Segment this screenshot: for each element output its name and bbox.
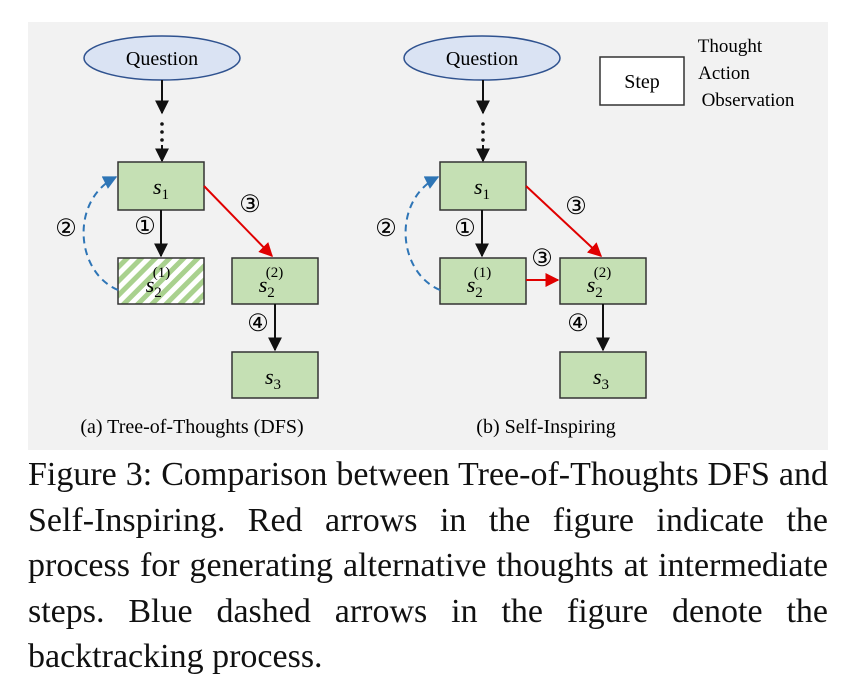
legend-line-observation: Observation xyxy=(702,90,795,111)
step-marker-4-a: ④ xyxy=(247,311,269,337)
legend-line-action: Action xyxy=(698,63,750,84)
node-s2-2-b xyxy=(559,257,647,305)
step-marker-2-a: ② xyxy=(55,216,77,242)
node-s1-b xyxy=(439,161,527,211)
legend: Step Thought Action Observation xyxy=(599,36,795,111)
question-label-a: Question xyxy=(126,48,198,70)
diagram-canvas: Question s1 s2(1) s2(2) s3 ① ② ③ ④ xyxy=(55,35,795,438)
blue-dashed-backtrack-a xyxy=(82,176,119,291)
subtitle-a: (a) Tree-of-Thoughts (DFS) xyxy=(80,416,303,438)
red-arrow-s1-to-s2-2-b xyxy=(525,185,603,257)
node-s2-2-a xyxy=(231,257,319,305)
node-s3-b xyxy=(559,351,647,399)
node-s2-1-b xyxy=(439,257,527,305)
legend-step-label: Step xyxy=(624,71,660,93)
diagram-a: Question s1 s2(1) s2(2) s3 ① ② ③ ④ xyxy=(55,35,319,438)
ellipsis-dots-a xyxy=(160,122,164,142)
step-marker-3b-b: ③ xyxy=(531,246,553,272)
figure-caption: Figure 3: Comparison between Tree-of-Tho… xyxy=(28,456,828,675)
node-s2-1-a xyxy=(117,257,205,305)
step-marker-4-b: ④ xyxy=(567,311,589,337)
subtitle-b: (b) Self-Inspiring xyxy=(476,416,615,438)
step-marker-2-b: ② xyxy=(375,216,397,242)
blue-dashed-backtrack-b xyxy=(404,176,441,291)
node-s3-a xyxy=(231,351,319,399)
step-marker-3-b: ③ xyxy=(565,194,587,220)
legend-line-thought: Thought xyxy=(698,36,763,57)
node-s1-a xyxy=(117,161,205,211)
red-arrow-s1-to-s2-2-a xyxy=(203,185,273,258)
legend-step-box xyxy=(599,56,685,106)
ellipsis-dots-b xyxy=(481,122,485,142)
step-marker-1-a: ① xyxy=(134,214,156,240)
question-label-b: Question xyxy=(446,48,518,70)
diagram-b: Question s1 s2(1) s2(2) s3 ① ② ③ xyxy=(375,35,647,438)
step-marker-1-b: ① xyxy=(454,216,476,242)
step-marker-3-a: ③ xyxy=(239,192,261,218)
